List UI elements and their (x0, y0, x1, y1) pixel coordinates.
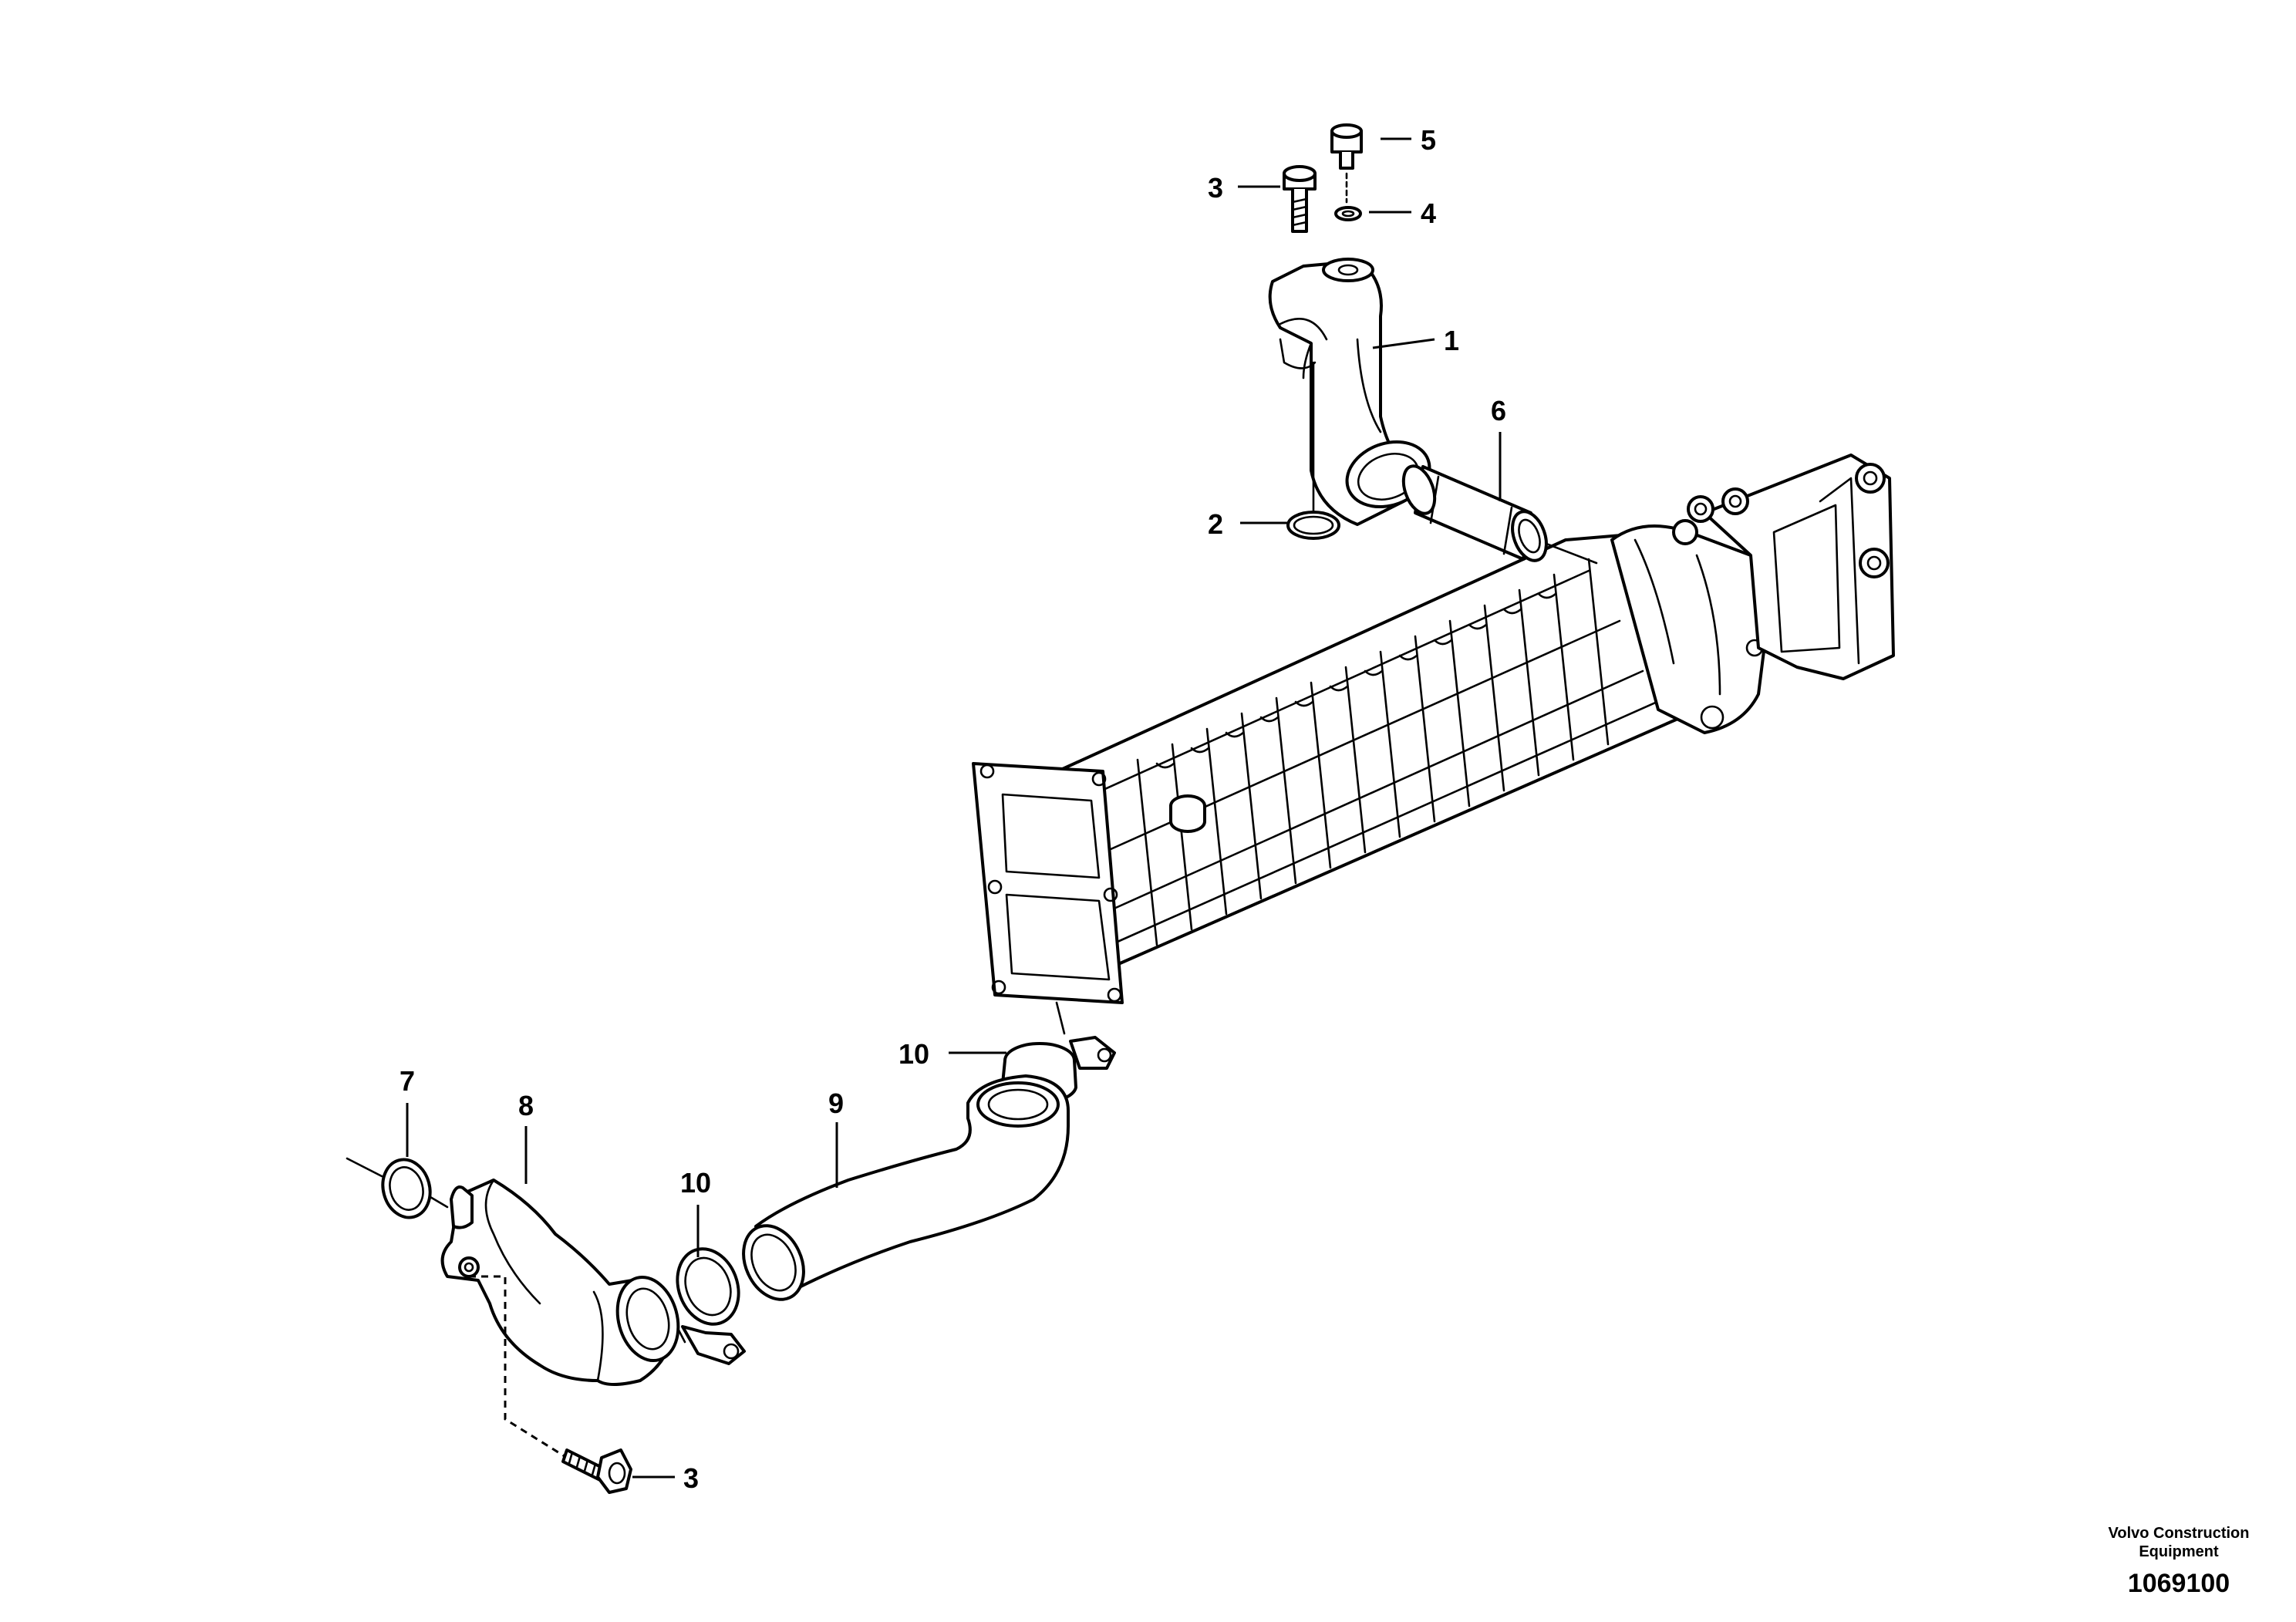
callout-9: 9 (828, 1088, 844, 1119)
part-9-hose (742, 1074, 1070, 1301)
part-3-bolt-top (1283, 165, 1317, 233)
callout-1: 1 (1444, 325, 1459, 356)
part-8-elbow-pipe (440, 1179, 680, 1386)
callout-5: 5 (1421, 124, 1436, 156)
part-2-o-ring (1286, 361, 1340, 540)
callout-10-upper: 10 (899, 1038, 929, 1070)
company-credit: Volvo Construction Equipment (2108, 1525, 2250, 1560)
callout-3-top: 3 (1208, 172, 1223, 204)
part-3-bolt-bottom (469, 1275, 632, 1494)
callout-6: 6 (1491, 395, 1506, 427)
callout-10-lower: 10 (680, 1167, 711, 1199)
egr-cooler (972, 454, 1895, 1004)
callout-3-bottom: 3 (683, 1462, 699, 1494)
callout-numbers: 1 2 3 4 5 6 7 8 9 10 10 3 (400, 124, 1506, 1494)
leader-lines (406, 137, 1502, 1479)
part-6-tube (1401, 464, 1598, 565)
callout-8: 8 (518, 1090, 534, 1121)
callout-2: 2 (1208, 508, 1223, 540)
callout-7: 7 (400, 1065, 415, 1097)
part-5-bolt (1330, 123, 1363, 204)
callout-4: 4 (1421, 197, 1436, 229)
part-7-o-ring (346, 1157, 449, 1219)
part-10-clamp-lower (673, 1247, 746, 1365)
drawing-number: 1069100 (2127, 1569, 2230, 1598)
part-4-washer (1334, 206, 1362, 221)
